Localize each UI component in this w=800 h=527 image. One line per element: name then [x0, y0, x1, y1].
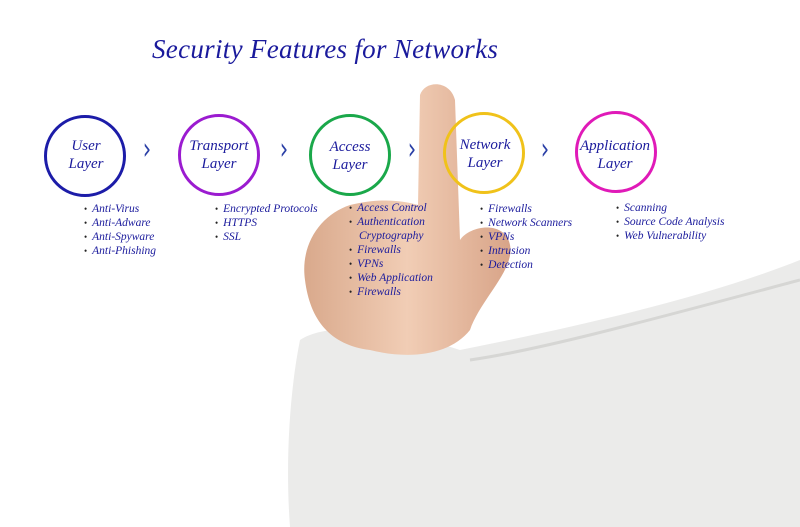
network-layer-list: Firewalls Network Scanners VPNs Intrusio…: [480, 202, 572, 272]
label-line: Layer: [597, 156, 633, 172]
chevron-right-icon: ›: [279, 132, 289, 167]
label-line: Layer: [201, 156, 237, 172]
list-item: VPNs: [480, 230, 572, 244]
list-item: Encrypted Protocols: [215, 202, 317, 216]
sleeve: [288, 260, 800, 527]
list-item: Network Scanners: [480, 216, 572, 230]
application-layer-circle: [575, 111, 657, 193]
list-item: Firewalls: [480, 202, 572, 216]
list-item: Anti-Adware: [84, 216, 156, 230]
list-item: HTTPS: [215, 216, 318, 230]
network-layer-circle: [443, 112, 525, 194]
user-layer-circle: [44, 115, 126, 197]
list-item: Firewalls: [349, 285, 433, 299]
access-layer-list: Access Control Authentication Cryptograp…: [349, 201, 433, 299]
transport-layer-list: Encrypted Protocols HTTPS SSL: [215, 202, 318, 244]
label-line: User: [71, 138, 101, 154]
list-item: VPNs: [349, 257, 433, 271]
list-item: Detection: [480, 258, 572, 272]
list-item: Cryptography: [359, 230, 424, 242]
list-item: Authentication: [349, 215, 433, 229]
transport-layer-circle: [178, 114, 260, 196]
label-line: Network: [459, 137, 511, 153]
access-layer-circle: [309, 114, 391, 196]
list-item: Anti-Phishing: [84, 244, 156, 258]
application-layer-list: Scanning Source Code Analysis Web Vulner…: [616, 201, 724, 243]
label-line: Transport: [189, 138, 249, 154]
list-item: Anti-Virus: [84, 202, 156, 216]
user-layer-list: Anti-Virus Anti-Adware Anti-Spyware Anti…: [84, 202, 156, 258]
label-line: Application: [580, 138, 650, 154]
page-title: Security Features for Networks: [152, 34, 499, 64]
list-item: Firewalls: [349, 243, 433, 257]
list-item: Source Code Analysis: [616, 215, 724, 229]
list-item: Web Application: [349, 271, 433, 285]
label-line: Access: [329, 139, 371, 155]
chevron-right-icon: ›: [540, 132, 550, 167]
label-line: Layer: [68, 156, 104, 172]
list-item: Web Vulnerability: [616, 229, 724, 243]
chevron-right-icon: ›: [407, 132, 417, 167]
list-item: Scanning: [616, 201, 724, 215]
chevron-right-icon: ›: [142, 132, 152, 167]
list-item: SSL: [215, 230, 318, 244]
list-item: Intrusion: [480, 244, 572, 258]
label-line: Layer: [467, 155, 503, 171]
label-line: Layer: [332, 157, 368, 173]
list-item: Access Control: [349, 201, 433, 215]
list-item: Anti-Spyware: [84, 230, 156, 244]
